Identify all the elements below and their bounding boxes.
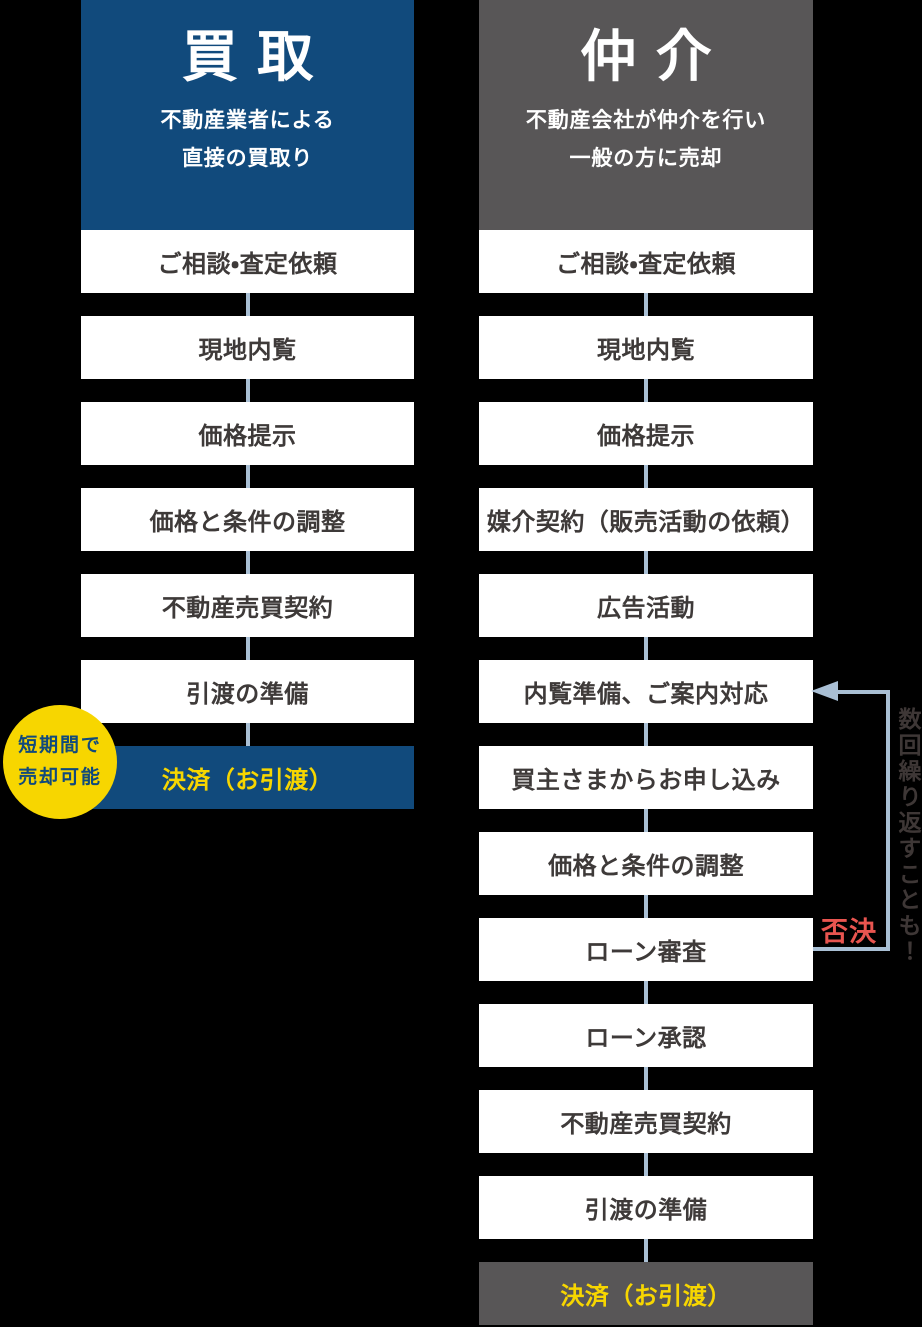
badge-line-1: 短期間で (18, 734, 102, 756)
kaitori-steps: ご相談・査定依頼 現地内覧 価格提示 価格と条件の調整 不動産売買契約 引渡の準… (81, 230, 414, 809)
loop-repeat-note: 数回繰り返すことも！ (895, 707, 921, 965)
chukai-subtitle-line-2: 一般の方に売却 (569, 147, 723, 171)
kaitori-header: 買取 不動産業者による 直接の買取り (81, 0, 414, 230)
kaitori-subtitle-line-1: 不動産業者による (160, 108, 335, 132)
chukai-final-step-box: 決済（お引渡） (479, 1262, 813, 1325)
chukai-step-box: 引渡の準備 (479, 1176, 813, 1239)
kaitori-subtitle-line-2: 直接の買取り (181, 147, 314, 171)
kaitori-step-box: 価格と条件の調整 (81, 488, 414, 551)
chukai-step-box: ローン審査 (479, 918, 813, 981)
chukai-step-box: 不動産売買契約 (479, 1090, 813, 1153)
kaitori-column: 買取 不動産業者による 直接の買取り ご相談・査定依頼 現地内覧 価格提示 価格… (81, 0, 414, 809)
chukai-subtitle: 不動産会社が仲介を行い 一般の方に売却 (526, 102, 766, 180)
chukai-column: 仲介 不動産会社が仲介を行い 一般の方に売却 ご相談・査定依頼 現地内覧 価格提… (479, 0, 813, 1325)
chukai-step-box: 広告活動 (479, 574, 813, 637)
kaitori-step-box: ご相談・査定依頼 (81, 230, 414, 293)
chukai-header: 仲介 不動産会社が仲介を行い 一般の方に売却 (479, 0, 813, 230)
chukai-step-box: ご相談・査定依頼 (479, 230, 813, 293)
chukai-step-box: 価格提示 (479, 402, 813, 465)
chukai-step-box: ローン承認 (479, 1004, 813, 1067)
kaitori-step-box: 不動産売買契約 (81, 574, 414, 637)
chukai-step-box: 買主さまからお申し込み (479, 746, 813, 809)
kaitori-step-box: 引渡の準備 (81, 660, 414, 723)
chukai-step-box: 現地内覧 (479, 316, 813, 379)
badge-line-2: 売却可能 (18, 767, 102, 788)
kaitori-step-box: 価格提示 (81, 402, 414, 465)
loop-arrowhead-icon (811, 681, 838, 701)
chukai-step-box: 媒介契約（販売活動の依頼） (479, 488, 813, 551)
chukai-step-box: 価格と条件の調整 (479, 832, 813, 895)
loop-line-bottom (813, 947, 890, 951)
loop-line-vertical (886, 690, 890, 951)
kaitori-step-box: 現地内覧 (81, 316, 414, 379)
loop-line-top (836, 690, 890, 694)
chukai-title: 仲介 (580, 25, 732, 88)
chukai-subtitle-line-1: 不動産会社が仲介を行い (525, 108, 767, 132)
chukai-steps: ご相談・査定依頼 現地内覧 価格提示 媒介契約（販売活動の依頼） 広告活動 内覧… (479, 230, 813, 1325)
kaitori-subtitle: 不動産業者による 直接の買取り (160, 102, 334, 180)
short-term-sale-badge: 短期間で 売却可能 (3, 705, 117, 819)
kaitori-title: 買取 (181, 25, 333, 88)
rejection-label: 否決 (821, 917, 878, 947)
chukai-step-box: 内覧準備、ご案内対応 (479, 660, 813, 723)
kaitori-final-step-box: 決済（お引渡） (81, 746, 414, 809)
